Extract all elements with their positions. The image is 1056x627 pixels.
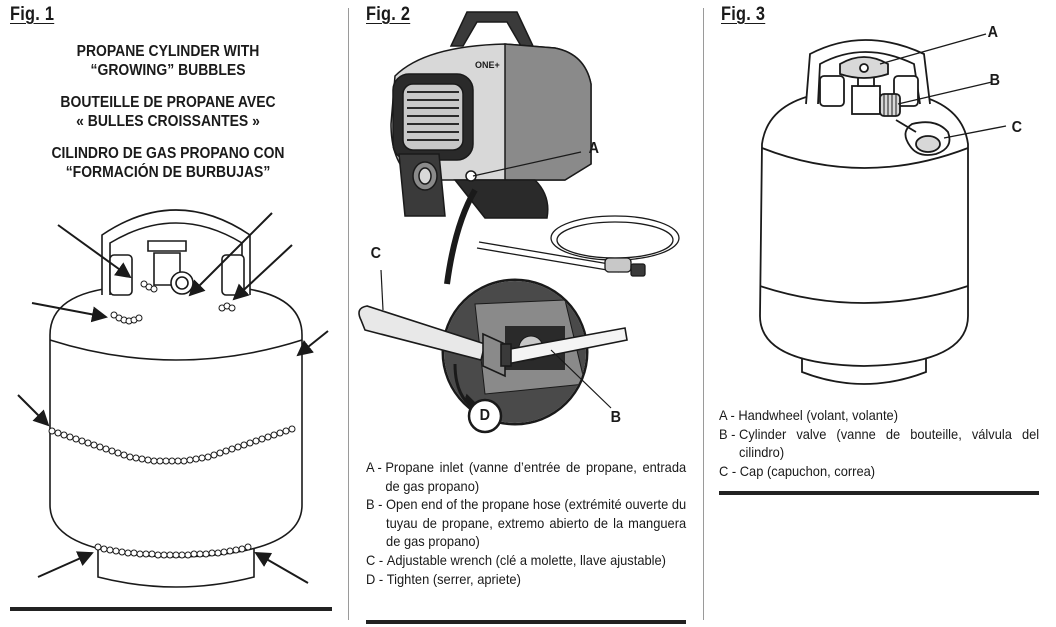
fig1-heading-line: BOUTEILLE DE PROPANE AVEC [60, 94, 276, 111]
legend-item: B - Cylinder valve (vanne de bouteille, … [719, 425, 1039, 462]
legend-key: C - [366, 551, 387, 568]
fig3-callout-c: C [1011, 119, 1022, 136]
legend-text: Adjustable wrench (clé a molette, llave … [386, 551, 666, 568]
fig2-callout-c: C [370, 245, 381, 262]
fig1-bottom-rule [10, 607, 332, 611]
bubble-chain-upper [110, 280, 236, 325]
legend-key: A - [719, 407, 739, 423]
legend-item: C - Adjustable wrench (clé a molette, ll… [366, 551, 686, 570]
legend-text: Cap (capuchon, correa) [739, 462, 876, 479]
legend-item: A - Propane inlet (vanne d’entrée de pro… [366, 458, 686, 495]
legend-text: Cylinder valve (vanne de bouteille, válv… [739, 425, 1040, 461]
fig1-heading-line: “FORMACIÓN DE BURBUJAS” [65, 164, 271, 181]
propane-cylinder-bubbles-illustration [17, 209, 329, 588]
heater-propane-connection-illustration: ONE+ [358, 11, 680, 434]
legend-text: Handwheel (volant, volante) [738, 407, 898, 423]
fig2-callout-d: D [479, 407, 490, 424]
legend-item: B - Open end of the propane hose (extrém… [366, 495, 686, 551]
bubble-chain-middle [48, 425, 296, 465]
fig1-heading-line: « BULLES CROISSANTES » [76, 113, 260, 130]
fig3-callout-b: B [989, 72, 1000, 89]
legend-item: C - Cap (capuchon, correa) [719, 462, 1039, 481]
fig2-bottom-rule [366, 620, 686, 624]
bubble-chain-lower [94, 543, 252, 559]
fig2-title: Fig. 2 [366, 4, 411, 25]
legend-item: A - Handwheel (volant, volante) [719, 406, 1039, 425]
column-divider-1 [348, 8, 349, 620]
fig1-heading-line: PROPANE CYLINDER WITH [76, 43, 260, 60]
legend-text: Open end of the propane hose (extrémité … [386, 496, 687, 550]
legend-key: B - [719, 425, 740, 442]
fig3-legend: A - Handwheel (volant, volante) B - Cyli… [719, 406, 1039, 480]
legend-key: D - [366, 570, 387, 587]
legend-key: B - [366, 496, 387, 513]
heater-brand-label: ONE+ [475, 60, 500, 70]
fig1-heading-line: “GROWING” BUBBLES [90, 62, 246, 79]
cylinder-valve-parts-illustration [759, 33, 1007, 385]
fig1-title: Fig. 1 [10, 4, 55, 25]
legend-key: C - [719, 462, 740, 479]
legend-text: Tighten (serrer, apriete) [386, 570, 521, 587]
fig1-heading-line: CILINDRO DE GAS PROPANO CON [51, 145, 285, 162]
legend-key: A - [366, 459, 386, 475]
fig2-callout-a: A [588, 140, 599, 157]
fig3-title: Fig. 3 [721, 4, 766, 25]
column-divider-2 [703, 8, 704, 620]
legend-text: Propane inlet (vanne d’entrée de propane… [385, 459, 687, 494]
fig3-bottom-rule [719, 491, 1039, 495]
fig2-callout-b: B [610, 409, 621, 426]
fig2-legend: A - Propane inlet (vanne d’entrée de pro… [366, 458, 686, 588]
legend-item: D - Tighten (serrer, apriete) [366, 570, 686, 589]
fig3-callout-a: A [987, 24, 998, 41]
